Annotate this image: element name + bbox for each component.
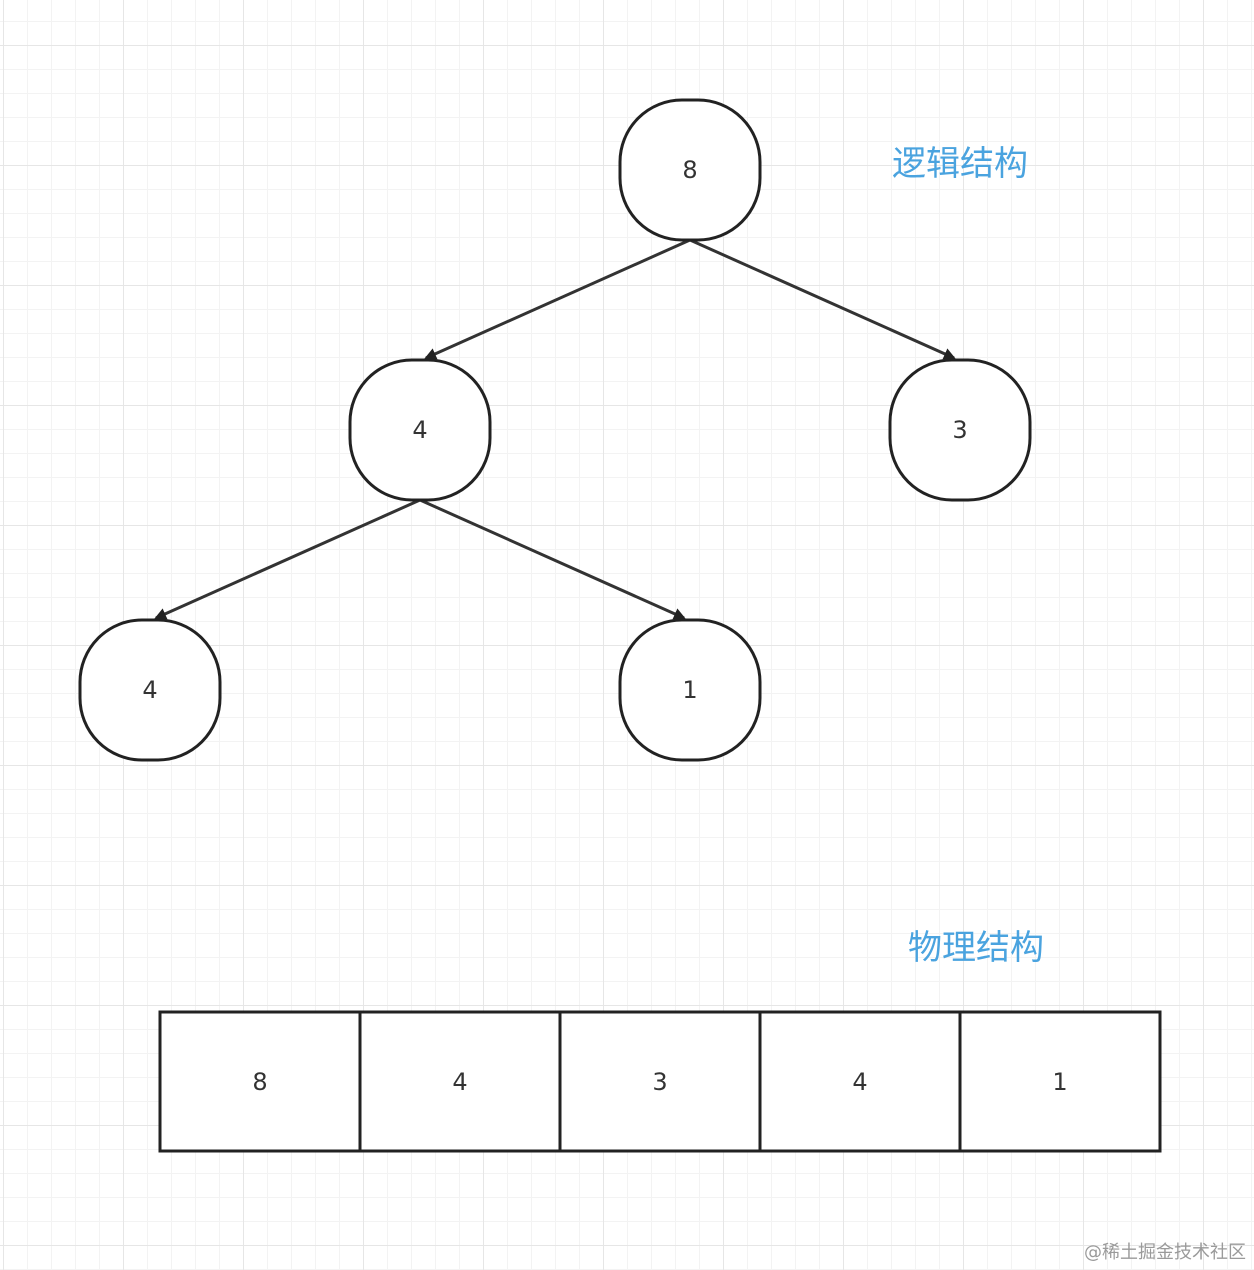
tree-node-right-leaf-label: 1 bbox=[682, 676, 697, 704]
array-cell-0-label: 8 bbox=[252, 1068, 267, 1096]
tree-node-right-leaf: 1 bbox=[618, 618, 762, 762]
array-cell-0: 8 bbox=[158, 1010, 362, 1153]
tree-node-right: 3 bbox=[888, 358, 1032, 502]
edge-left-to-leftleaf bbox=[154, 498, 421, 620]
array-cell-3-label: 4 bbox=[852, 1068, 867, 1096]
edge-left-to-rightleaf bbox=[419, 498, 686, 620]
tree-node-root-label: 8 bbox=[682, 156, 697, 184]
tree-node-left-leaf-label: 4 bbox=[142, 676, 157, 704]
array-cell-2: 3 bbox=[558, 1010, 762, 1153]
logical-structure-title: 逻辑结构 bbox=[892, 144, 1028, 184]
array-cell-2-label: 3 bbox=[652, 1068, 667, 1096]
edge-root-to-left bbox=[424, 238, 691, 360]
watermark: @稀土掘金技术社区 bbox=[1084, 1242, 1246, 1263]
array-cell-3: 4 bbox=[758, 1010, 962, 1153]
physical-structure-title: 物理结构 bbox=[908, 928, 1044, 968]
tree-node-left-label: 4 bbox=[412, 416, 427, 444]
edge-root-to-right bbox=[689, 238, 956, 360]
array-cell-1: 4 bbox=[358, 1010, 562, 1153]
array-cell-4-label: 1 bbox=[1052, 1068, 1067, 1096]
tree-node-right-label: 3 bbox=[952, 416, 967, 444]
array-cell-1-label: 4 bbox=[452, 1068, 467, 1096]
tree-node-root: 8 bbox=[618, 98, 762, 242]
array-cell-4: 1 bbox=[958, 1010, 1162, 1153]
tree-node-left-leaf: 4 bbox=[78, 618, 222, 762]
tree-node-left: 4 bbox=[348, 358, 492, 502]
